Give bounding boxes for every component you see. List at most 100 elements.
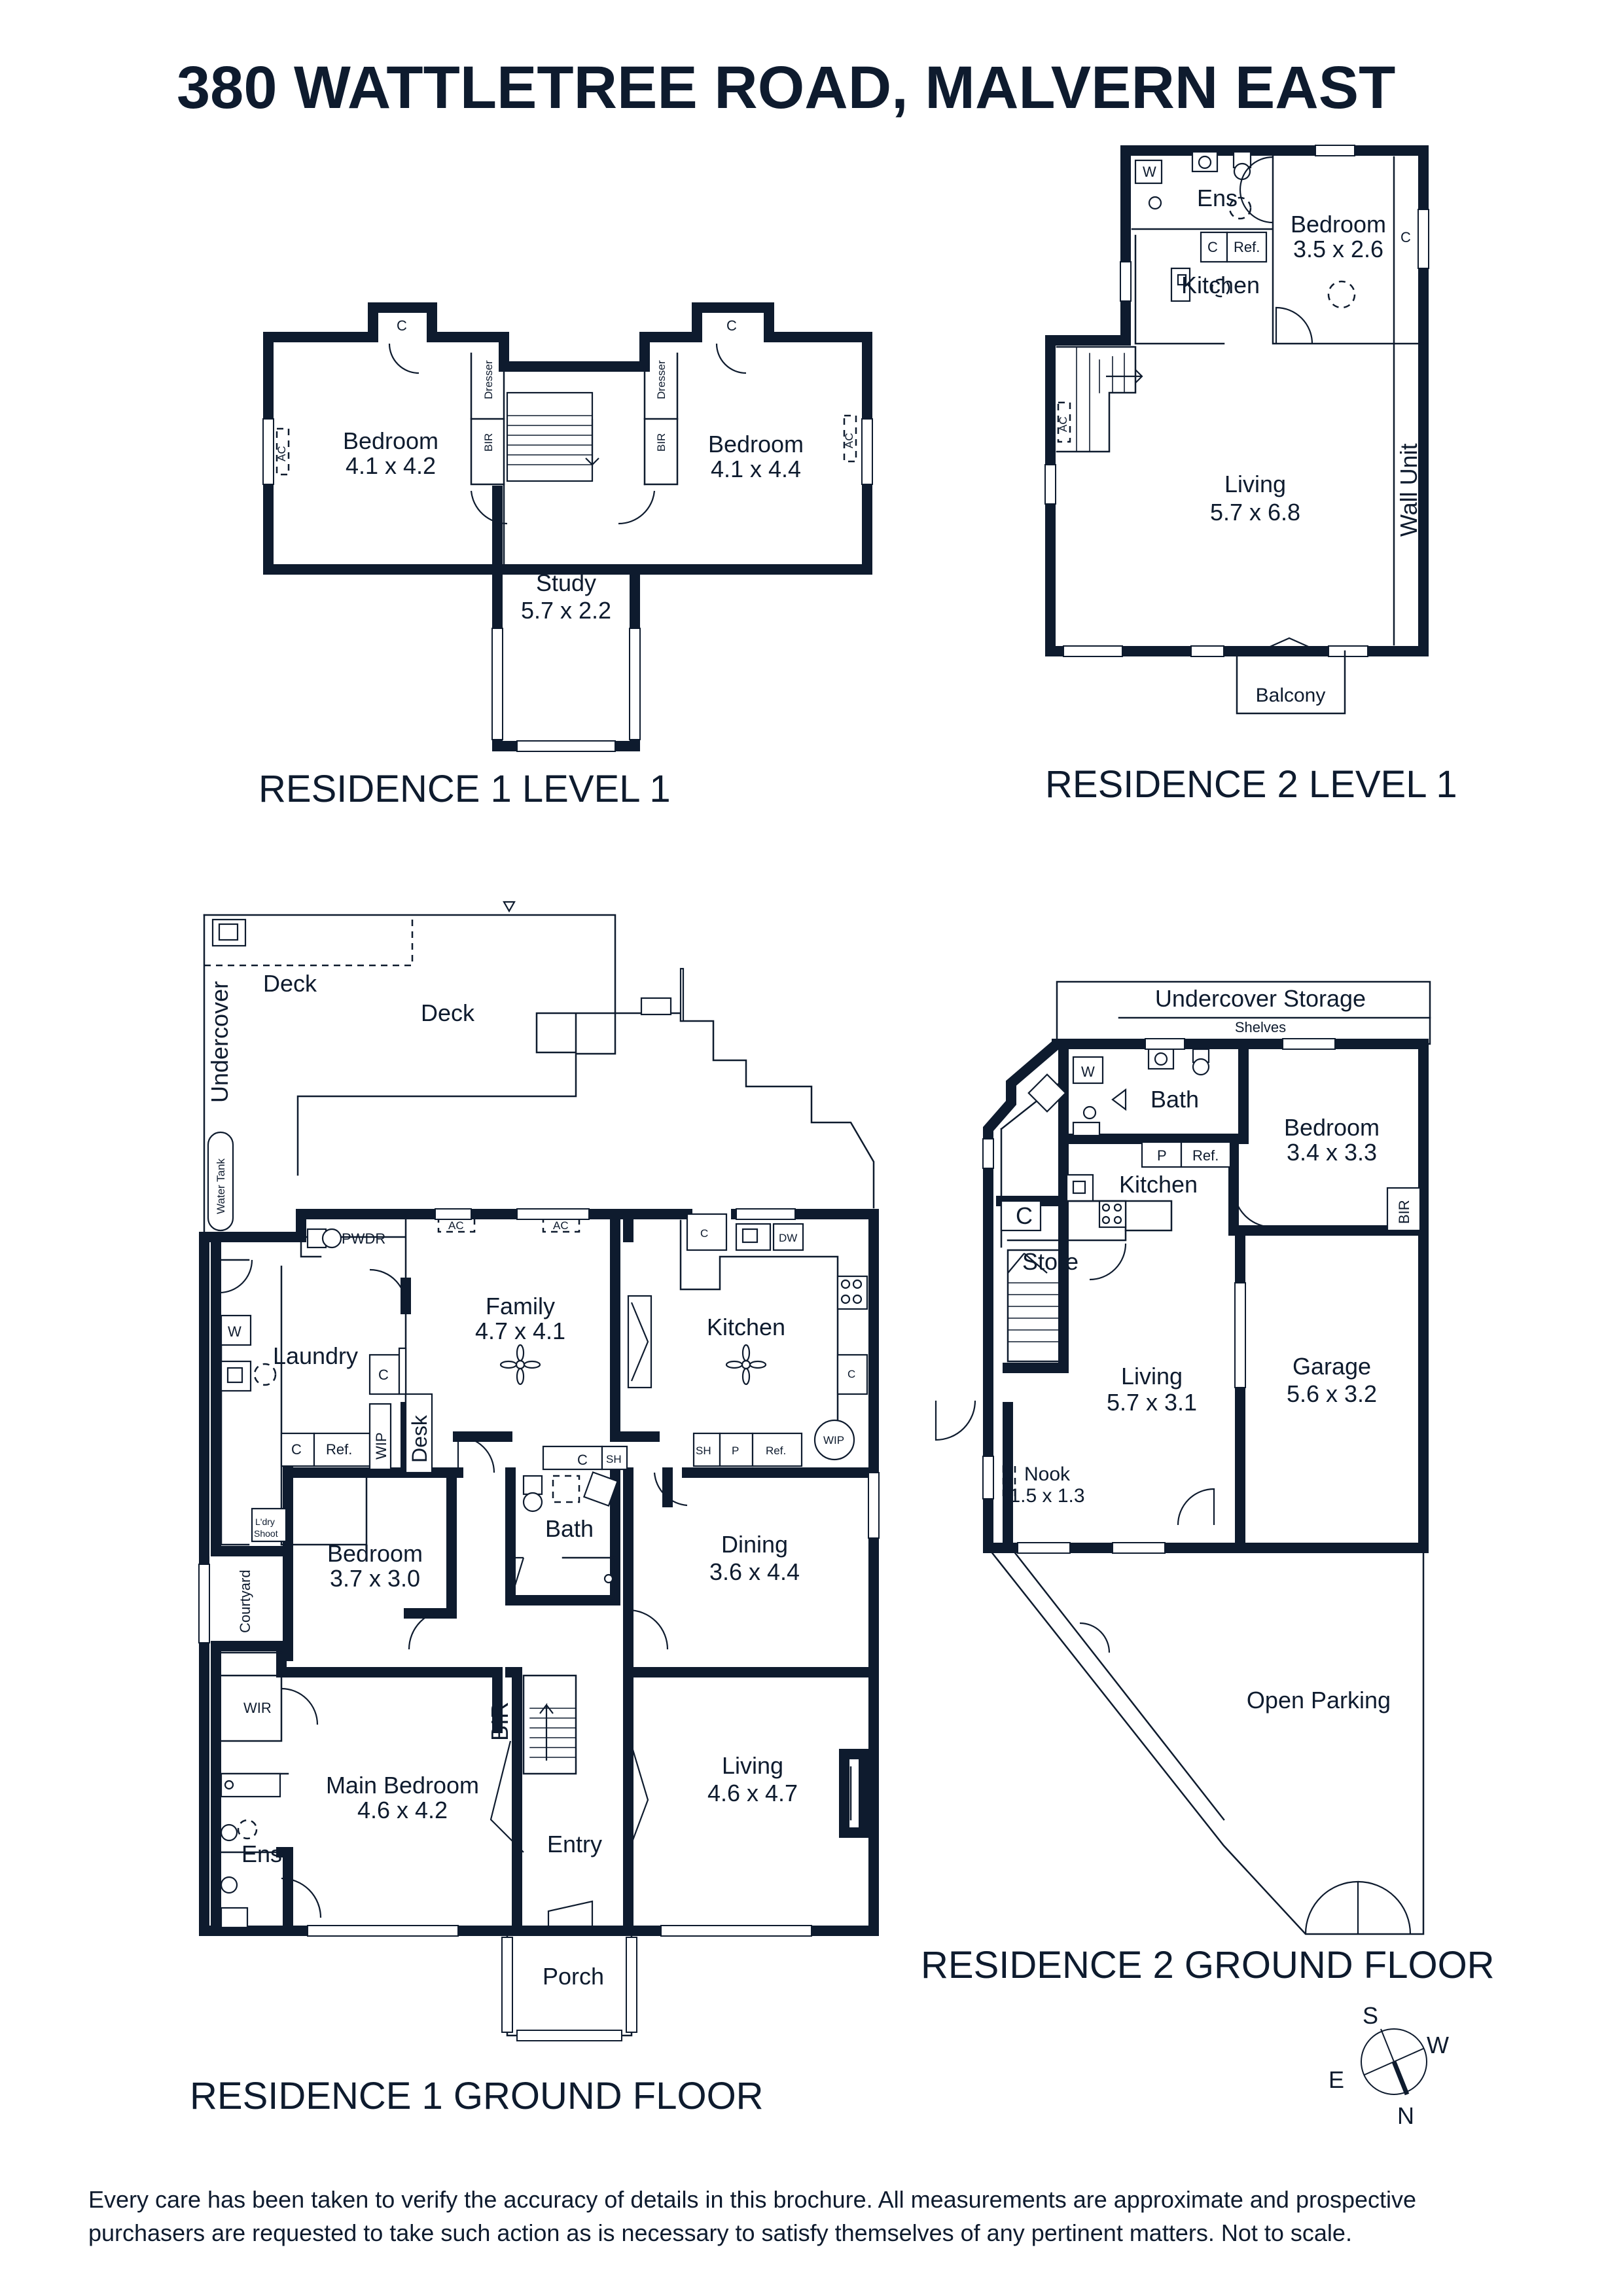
compass-e: E bbox=[1329, 2066, 1344, 2093]
caption-residence-2-level-1: RESIDENCE 2 LEVEL 1 bbox=[1045, 763, 1457, 806]
room-dims: 5.7 x 3.1 bbox=[1107, 1389, 1197, 1416]
room-name: Open Parking bbox=[1247, 1687, 1391, 1713]
dishwasher-label: DW bbox=[779, 1232, 797, 1244]
cupboard-label: C bbox=[291, 1441, 302, 1458]
dresser-label: Dresser bbox=[655, 360, 668, 399]
cupboard-label: C bbox=[726, 317, 737, 334]
room-name: Store bbox=[1022, 1248, 1079, 1275]
compass-s: S bbox=[1363, 2002, 1378, 2029]
plan-residence-2-ground-floor: W P Ref. C BIR AC bbox=[935, 980, 1431, 1935]
wall-unit-label: Wall Unit bbox=[1395, 443, 1422, 537]
kitchen-label: Kitchen bbox=[1181, 272, 1260, 298]
room-name: Bath bbox=[1150, 1086, 1199, 1113]
bir-label: BIR bbox=[655, 433, 668, 452]
cupboard-label: C bbox=[378, 1367, 389, 1383]
bedroom-cupboard-label: C bbox=[1400, 229, 1411, 245]
cupboard-label: C bbox=[1016, 1202, 1033, 1229]
room-name: Living bbox=[1121, 1363, 1183, 1390]
washer-label: W bbox=[1081, 1064, 1095, 1080]
room-name: Dining bbox=[721, 1531, 788, 1558]
courtyard-label: Courtyard bbox=[237, 1570, 253, 1633]
room-dims: 5.7 x 2.2 bbox=[521, 597, 611, 624]
room-name: Kitchen bbox=[707, 1314, 785, 1340]
stairs bbox=[506, 391, 599, 482]
ac-label: AC bbox=[843, 433, 855, 448]
laundry-shoot-label: L'dry bbox=[255, 1516, 275, 1527]
disclaimer-line-2: purchasers are requested to take such ac… bbox=[88, 2219, 1352, 2246]
caption-residence-2-ground-floor: RESIDENCE 2 GROUND FLOOR bbox=[921, 1944, 1495, 1986]
cupboard-label: C bbox=[847, 1368, 855, 1380]
room-dims: 4.1 x 4.4 bbox=[711, 456, 801, 482]
room-name: Bedroom bbox=[343, 427, 438, 454]
ac-label: AC bbox=[276, 446, 288, 461]
wip-label: WIP bbox=[823, 1434, 844, 1446]
shelves-label: Shelves bbox=[1235, 1019, 1286, 1035]
washer-label: W bbox=[1143, 164, 1156, 180]
compass-w: W bbox=[1427, 2032, 1449, 2058]
wir-label: WIR bbox=[243, 1700, 272, 1716]
pantry-label: P bbox=[732, 1444, 739, 1457]
bir-label: BIR bbox=[482, 433, 495, 452]
room-dims: 4.7 x 4.1 bbox=[475, 1318, 565, 1344]
ac-label: AC bbox=[553, 1219, 569, 1232]
washer-label: W bbox=[228, 1323, 241, 1340]
pantry-label: P bbox=[1157, 1147, 1167, 1164]
room-name: Nook bbox=[1024, 1463, 1071, 1485]
ac-label: AC bbox=[1057, 416, 1069, 432]
ceiling-fan-icon bbox=[499, 1344, 541, 1386]
plan-residence-1-ground-floor: C DW C SH P Ref. WIP bbox=[198, 901, 880, 2041]
shelf-label: SH bbox=[696, 1444, 711, 1457]
room-dims: 3.7 x 3.0 bbox=[330, 1565, 420, 1592]
room-dims: 4.6 x 4.2 bbox=[357, 1797, 448, 1823]
cupboard-label: C bbox=[700, 1227, 708, 1240]
cupboard-label: C bbox=[1207, 239, 1218, 255]
undercover-label: Undercover bbox=[206, 981, 233, 1103]
room-name: Ens bbox=[241, 1840, 282, 1867]
disclaimer-line-1: Every care has been taken to verify the … bbox=[88, 2186, 1416, 2213]
ceiling-fan-icon bbox=[725, 1344, 767, 1386]
cupboard-label: C bbox=[397, 317, 407, 334]
room-name: Living bbox=[722, 1752, 783, 1779]
room-name: Kitchen bbox=[1119, 1171, 1198, 1198]
room-name: Living bbox=[1224, 471, 1286, 497]
stairs bbox=[522, 1674, 577, 1775]
shelf-label: SH bbox=[606, 1453, 622, 1465]
deck-label: Deck bbox=[263, 970, 317, 997]
stairs bbox=[1007, 1249, 1061, 1363]
pwdr-label: PWDR bbox=[342, 1230, 385, 1247]
room-name: Bedroom bbox=[1291, 211, 1386, 238]
room-dims: 5.7 x 6.8 bbox=[1210, 499, 1300, 526]
wip-label: WIP bbox=[373, 1432, 389, 1460]
room-name: Study bbox=[536, 569, 596, 596]
room-name: Garage bbox=[1293, 1353, 1371, 1380]
deck-label: Deck bbox=[421, 999, 475, 1026]
room-name: Bedroom bbox=[708, 431, 804, 457]
balcony-label: Balcony bbox=[1256, 685, 1326, 706]
stairs bbox=[1056, 346, 1143, 453]
compass-rose: S W E N bbox=[1329, 2002, 1449, 2129]
room-name: Main Bedroom bbox=[326, 1772, 479, 1799]
ac-label: AC bbox=[1002, 1477, 1014, 1492]
dresser-label: Dresser bbox=[482, 360, 495, 399]
ensuite-label: Ens bbox=[1197, 185, 1238, 211]
room-dims: 3.6 x 4.4 bbox=[709, 1558, 800, 1585]
fridge-label: Ref. bbox=[1234, 239, 1260, 255]
room-name: Bedroom bbox=[1284, 1114, 1380, 1141]
caption-residence-1-ground-floor: RESIDENCE 1 GROUND FLOOR bbox=[190, 2075, 764, 2117]
undercover-storage-label: Undercover Storage bbox=[1155, 985, 1366, 1012]
cupboard-label: C bbox=[577, 1452, 588, 1468]
room-name: Entry bbox=[547, 1831, 602, 1857]
page-title: 380 WATTLETREE ROAD, MALVERN EAST bbox=[177, 54, 1395, 121]
room-name: Porch bbox=[543, 1963, 604, 1990]
caption-residence-1-level-1: RESIDENCE 1 LEVEL 1 bbox=[259, 768, 671, 810]
laundry-shoot-label: Shoot bbox=[254, 1528, 278, 1539]
room-name: Bedroom bbox=[327, 1540, 423, 1567]
room-name: Laundry bbox=[273, 1342, 358, 1369]
bir-label: BIR bbox=[1396, 1200, 1412, 1224]
room-name: Bath bbox=[545, 1515, 594, 1542]
desk-label: Desk bbox=[408, 1414, 431, 1463]
plan-residence-1-level-1: AC AC C C Dresser BIR Dresser BIR Bedroo… bbox=[262, 302, 873, 752]
room-dims: 5.6 x 3.2 bbox=[1287, 1380, 1377, 1407]
fridge-label: Ref. bbox=[1192, 1147, 1219, 1164]
